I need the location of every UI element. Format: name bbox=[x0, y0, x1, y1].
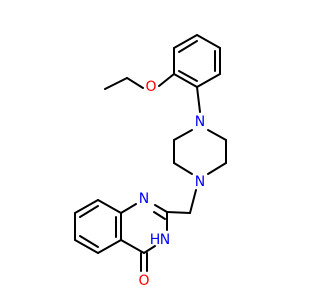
bond bbox=[79, 205, 99, 218]
bond bbox=[178, 40, 198, 53]
atom-nh-ring: N bbox=[160, 232, 170, 248]
bond bbox=[207, 162, 227, 175]
bond-set bbox=[74, 34, 227, 272]
bond bbox=[173, 129, 193, 141]
bond bbox=[173, 162, 193, 175]
atom-n-ring: N bbox=[139, 191, 149, 207]
bond bbox=[120, 239, 145, 254]
molecule-structure: O N N N N H O bbox=[74, 34, 227, 289]
bond bbox=[74, 239, 99, 254]
atom-o-carbonyl: O bbox=[138, 273, 149, 289]
bond bbox=[120, 203, 137, 214]
atom-o-ether: O bbox=[145, 79, 156, 95]
bond bbox=[166, 211, 191, 214]
bond bbox=[196, 34, 221, 49]
bond bbox=[79, 235, 99, 248]
bond bbox=[154, 204, 168, 213]
bond bbox=[126, 77, 144, 89]
bond bbox=[178, 70, 198, 82]
atom-nh-hydrogen: H bbox=[150, 232, 161, 248]
atom-labels: O N N N N H O bbox=[138, 79, 205, 289]
bond bbox=[189, 189, 197, 214]
bond bbox=[104, 77, 128, 90]
bond bbox=[153, 211, 166, 220]
atom-n-upper: N bbox=[195, 114, 205, 130]
bond bbox=[173, 34, 198, 49]
bond bbox=[173, 73, 198, 88]
bond bbox=[97, 239, 122, 254]
bond bbox=[74, 199, 99, 214]
bond bbox=[196, 86, 201, 113]
atom-n-lower: N bbox=[195, 174, 205, 190]
bond bbox=[97, 199, 122, 214]
bond bbox=[207, 129, 227, 141]
bond bbox=[158, 73, 175, 87]
bond bbox=[196, 73, 221, 88]
bond bbox=[143, 245, 156, 254]
